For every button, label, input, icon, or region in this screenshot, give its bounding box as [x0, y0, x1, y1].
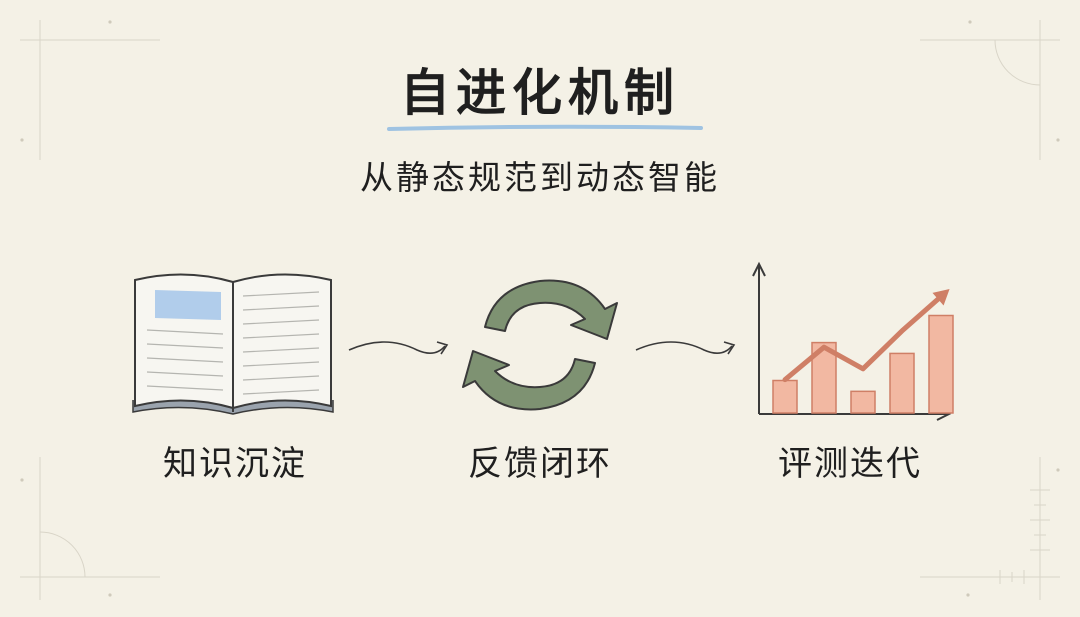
flow-arrow-1 — [348, 341, 449, 355]
diagram-title: 自进化机制 — [400, 64, 680, 122]
flow-arrow-2 — [635, 341, 736, 355]
chart-bar — [850, 390, 876, 414]
step-label-knowledge: 知识沉淀 — [163, 444, 307, 484]
trend-arrowhead — [932, 288, 950, 306]
chart-bar — [889, 352, 915, 414]
rising-bar-chart-icon — [752, 261, 954, 421]
step-label-evaluation: 评测迭代 — [778, 444, 922, 484]
title-underline — [387, 124, 703, 131]
trend-line — [782, 290, 948, 383]
chart-bar — [928, 314, 954, 414]
step-label-feedback: 反馈闭环 — [468, 444, 612, 484]
cycle-arrows-icon — [462, 279, 618, 411]
open-book-icon — [132, 273, 334, 415]
diagram-subtitle: 从静态规范到动态智能 — [360, 158, 720, 197]
chart-bar — [772, 379, 798, 414]
